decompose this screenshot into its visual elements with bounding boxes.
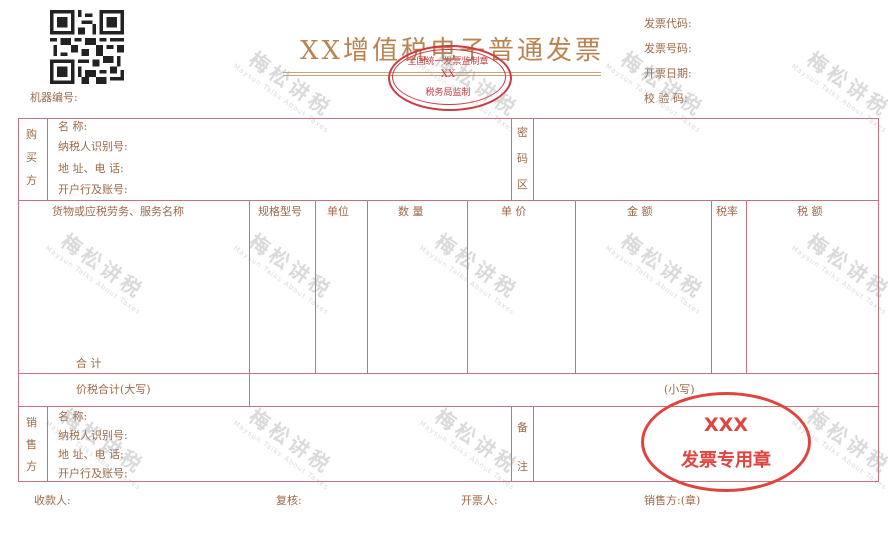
vline-buyer-side bbox=[47, 118, 48, 200]
hline-total-bottom bbox=[18, 406, 879, 407]
password-label-3: 区 bbox=[517, 178, 528, 191]
col-header-unit: 单位 bbox=[327, 205, 349, 218]
items-total-label: 合 计 bbox=[76, 357, 102, 370]
password-label-1: 密 bbox=[517, 126, 528, 139]
vline-password-left bbox=[511, 118, 512, 200]
hline-buyer-bottom bbox=[18, 200, 879, 201]
invoice-code-label: 发票代码: bbox=[644, 17, 692, 30]
vline-amount-rate bbox=[711, 200, 712, 373]
password-label-2: 码 bbox=[517, 152, 528, 165]
buyer-side-label-2: 买 bbox=[26, 151, 37, 164]
invoice-seal-line1: XXX bbox=[704, 414, 748, 436]
watermark-text: 梅松讲税 bbox=[802, 47, 894, 122]
tax-seal-middle-text: XX bbox=[440, 69, 456, 80]
buyer-side-label-3: 方 bbox=[26, 174, 37, 187]
col-header-rate: 税率 bbox=[716, 205, 738, 218]
check-code-label: 校 验 码: bbox=[644, 92, 688, 105]
vline-qty-price bbox=[467, 200, 468, 373]
drawer-label: 开票人: bbox=[461, 494, 498, 507]
buyer-bank-label: 开户行及账号: bbox=[58, 183, 128, 196]
vline-price-amount bbox=[575, 200, 576, 373]
col-header-name: 货物或应税劳务、服务名称 bbox=[52, 205, 184, 218]
col-header-qty: 数 量 bbox=[398, 205, 424, 218]
remarks-label-1: 备 bbox=[517, 421, 528, 434]
buyer-address-label: 地 址、电 话: bbox=[58, 162, 124, 175]
seller-address-label: 地 址、电 话: bbox=[58, 448, 124, 461]
invoice-seal-line2: 发票专用章 bbox=[681, 450, 771, 471]
col-header-spec: 规格型号 bbox=[258, 205, 302, 218]
seller-bank-label: 开户行及账号: bbox=[58, 467, 128, 480]
tax-seal-bottom-text: 税务局监制 bbox=[425, 88, 471, 98]
seller-tax-id-label: 纳税人识别号: bbox=[58, 429, 128, 442]
seller-side-label-3: 方 bbox=[26, 460, 37, 473]
vline-password-label bbox=[533, 118, 534, 200]
tax-seal-top-text: 全国统一发票监制章 bbox=[407, 57, 489, 67]
seller-side-label-1: 销 bbox=[26, 416, 37, 429]
total-uppercase-label: 价税合计(大写) bbox=[76, 383, 151, 396]
vline-unit-qty bbox=[367, 200, 368, 373]
invoice-table bbox=[18, 118, 879, 482]
vline-name-spec bbox=[249, 200, 250, 406]
invoice-seal bbox=[641, 392, 811, 492]
vline-rate-tax bbox=[746, 200, 747, 373]
invoice-number-label: 发票号码: bbox=[644, 42, 692, 55]
col-header-amount: 金 额 bbox=[627, 205, 653, 218]
vline-remarks-left bbox=[511, 406, 512, 482]
buyer-tax-id-label: 纳税人识别号: bbox=[58, 140, 128, 153]
seller-sign-label: 销售方:(章) bbox=[644, 494, 701, 507]
vline-spec-unit bbox=[315, 200, 316, 373]
machine-number-label: 机器编号: bbox=[30, 91, 78, 104]
col-header-tax: 税 额 bbox=[797, 205, 823, 218]
issue-date-label: 开票日期: bbox=[644, 67, 692, 80]
seller-name-label: 名 称: bbox=[58, 410, 88, 423]
total-lowercase-label: (小写) bbox=[664, 383, 695, 396]
seller-side-label-2: 售 bbox=[26, 438, 37, 451]
tax-bureau-seal-inner bbox=[392, 49, 506, 105]
qr-code bbox=[50, 10, 124, 84]
vline-seller-side bbox=[47, 406, 48, 482]
remarks-label-2: 注 bbox=[517, 460, 528, 473]
reviewer-label: 复核: bbox=[276, 494, 302, 507]
vline-remarks-label bbox=[533, 406, 534, 482]
buyer-name-label: 名 称: bbox=[58, 120, 88, 133]
hline-items-bottom bbox=[18, 373, 879, 374]
col-header-price: 单 价 bbox=[501, 205, 527, 218]
payee-label: 收款人: bbox=[34, 494, 71, 507]
buyer-side-label-1: 购 bbox=[26, 128, 37, 141]
tax-bureau-seal bbox=[388, 45, 512, 111]
